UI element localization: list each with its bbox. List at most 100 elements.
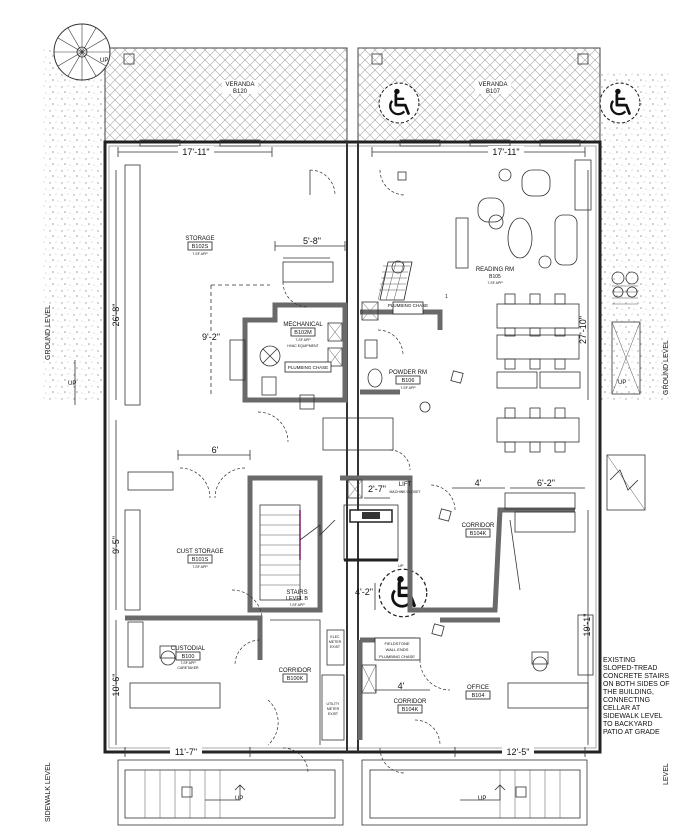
dimension-corridor-4: 4': [452, 478, 505, 489]
note-line: CONCRETE STAIRS: [603, 673, 669, 680]
meter-label: EXIST: [330, 645, 341, 649]
room-number: B102S: [192, 244, 209, 250]
accessibility-icon: [378, 82, 420, 124]
note-line: THE BUILDING,: [603, 689, 654, 696]
ground-level-label: GROUND LEVEL: [45, 305, 52, 360]
dimension-text: 11'-7": [175, 747, 197, 757]
dimension-lift-width: 2'-7": [364, 484, 390, 499]
dimension-mech-width: 5'-8": [274, 236, 346, 251]
room-name: CUST STORAGE: [176, 549, 223, 555]
veranda-right: VERANDA B107: [357, 47, 601, 143]
dimension-left-upper: 26'-8": [111, 170, 121, 400]
shelving: [124, 509, 141, 611]
dimension-text: 9'-5": [111, 536, 121, 554]
room-name: STAIRS: [286, 590, 307, 596]
spiral-stair-icon: UP: [53, 23, 111, 81]
dimension-text: 4': [475, 478, 482, 488]
elevator-icon: [343, 479, 399, 562]
dimension-text: 17'-11": [182, 147, 209, 157]
room-area: 7-SF APP: [289, 603, 305, 607]
note-line: CELLAR AT: [603, 705, 641, 712]
meter-label: UTILITY: [326, 702, 340, 706]
room-number: B104K: [402, 707, 419, 713]
room-name: MECHANICAL: [283, 322, 323, 328]
room-name: CORRIDOR: [394, 699, 427, 705]
room-name: POWDER RM: [389, 370, 427, 376]
plumbing-chase-label: PLUMBING CHASE: [288, 365, 328, 370]
room-number: B102M: [294, 330, 312, 336]
note-line: PATIO AT GRADE: [603, 729, 660, 736]
dimension-stair: 4'-2": [355, 583, 376, 610]
powder-room: PLUMBING CHASE POWDER RM B106 7-SF APP: [360, 301, 443, 413]
corridor-b104k-lower: FIELDSTONE WALL ENDS PLUMBING CHASE CORR…: [357, 637, 451, 746]
room-label-reading: READING RM B105 7-SF APP: [476, 267, 514, 285]
note-line: TO BACKYARD: [603, 721, 653, 728]
room-area: 7-SF APP: [487, 281, 503, 285]
room-name: LIFT: [399, 482, 412, 488]
dimension-text: 26'-8": [111, 304, 121, 327]
dimension-text: 6'-2": [537, 478, 555, 488]
room-note: CARETAKER: [177, 666, 199, 670]
sidewalk-level-label: LEVEL: [663, 763, 670, 785]
dimension-text: 27'-10": [578, 316, 588, 344]
meter-label: METER: [327, 707, 340, 711]
dimension-corridor-6-2: 6'-2": [510, 478, 585, 489]
room-area: 7-SF APP: [180, 661, 196, 665]
meter-label: EXIST: [328, 712, 339, 716]
dimension-text: 2'-7": [368, 484, 386, 494]
room-number: B105: [489, 274, 501, 280]
veranda-left: VERANDA B120: [104, 47, 348, 143]
sidewalk-stair-right: UP: [361, 759, 588, 826]
exterior-stair-right: UP: [606, 321, 646, 511]
up-label: UP: [618, 380, 626, 386]
room-name: VERANDA: [225, 82, 254, 88]
note-line: ON BOTH SIDES OF: [603, 681, 670, 688]
dimension-right-upper: 27'-10": [578, 170, 589, 400]
sidewalk-stair-left: UP: [117, 759, 344, 826]
dimension-mech-height: 9'-2": [196, 284, 270, 395]
up-label: UP: [478, 796, 486, 802]
room-sub: MACHINE CLOSET: [389, 490, 421, 494]
room-label-storage: STORAGE B102S 7-SF APP: [185, 236, 214, 256]
room-name: OFFICE: [467, 685, 489, 691]
dimension-text: 17'-11": [492, 147, 519, 157]
sidewalk-level-label: SIDEWALK LEVEL: [45, 762, 52, 822]
existing-stairs-note: EXISTING SLOPED-TREAD CONCRETE STAIRS ON…: [603, 657, 670, 736]
plumbing-chase-label: PLUMBING CHASE: [379, 654, 415, 659]
dimension-text: 4': [398, 681, 405, 691]
up-label: UP: [68, 381, 76, 387]
stair-core: [231, 475, 413, 621]
dimension-top-right: 17'-11": [371, 146, 586, 157]
room-name: CORRIDOR: [462, 523, 495, 529]
note-label: FIELDSTONE: [384, 641, 409, 646]
room-name: STORAGE: [185, 236, 214, 242]
room-name: VERANDA: [478, 82, 507, 88]
plumbing-chase-label: PLUMBING CHASE: [388, 303, 428, 308]
meter-label: METER: [329, 640, 342, 644]
room-name: CORRIDOR: [279, 668, 312, 674]
room-number: B104K: [470, 531, 487, 537]
dimension-top-left: 17'-11": [117, 146, 273, 157]
note-line: CONNECTING: [603, 697, 650, 704]
dimension-text: 6': [212, 445, 219, 455]
dimension-text: 9'-2": [202, 332, 220, 342]
dimension-bottom-left: 11'-7": [124, 746, 251, 757]
ground-level-label: GROUND LEVEL: [663, 340, 670, 395]
room-name: READING RM: [476, 267, 514, 273]
mechanical-room: MECHANICAL B102M 7-SF APP HVAC EQUIPMENT…: [229, 257, 348, 403]
tag-label: 1: [445, 294, 448, 300]
room-label-cust-storage: CUST STORAGE B101S 7-SF APP: [176, 549, 223, 569]
dimension-bottom-right: 12'-5": [454, 746, 586, 757]
room-number: B104: [472, 693, 485, 699]
room-number: B101S: [192, 557, 209, 563]
room-number: B107: [486, 89, 501, 95]
accessibility-icon: [599, 82, 641, 124]
corridor-right: CORRIDOR B104K: [407, 484, 576, 637]
note-line: EXISTING: [603, 657, 636, 664]
dimension-corridor-4b: 4': [375, 681, 430, 691]
room-note: HVAC EQUIPMENT: [287, 344, 319, 348]
room-number: B100: [182, 654, 195, 660]
counter: [127, 471, 174, 491]
note-line: SLOPED-TREAD: [603, 665, 657, 672]
